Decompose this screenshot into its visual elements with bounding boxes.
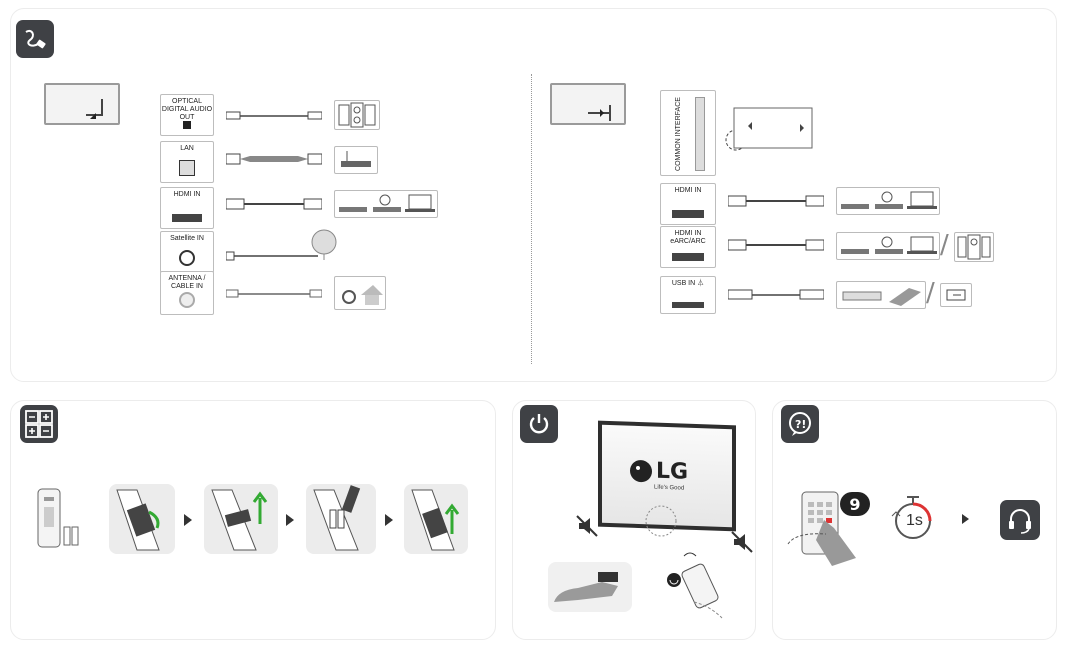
help-step-arrow bbox=[962, 514, 969, 524]
audio-speakers-device bbox=[334, 100, 380, 130]
step-arrow-3 bbox=[385, 514, 393, 526]
tv-side-icon bbox=[550, 83, 626, 125]
brand-slogan: Life's Good bbox=[654, 484, 685, 492]
separator-slash-2: / bbox=[926, 278, 935, 308]
hdmi-earc-port: HDMI IN eARC/ARC bbox=[660, 226, 716, 268]
port-label: HDMI IN bbox=[674, 187, 702, 194]
satellite-port: Satellite IN bbox=[160, 231, 214, 273]
usb-drive-device bbox=[940, 283, 972, 307]
port-label: ANTENNA / CABLE IN bbox=[168, 275, 206, 290]
step-arrow-2 bbox=[286, 514, 294, 526]
hdmi-cable bbox=[226, 198, 322, 210]
earc-speakers-device bbox=[954, 232, 994, 262]
step-arrow bbox=[184, 514, 192, 526]
battery-step-3 bbox=[306, 484, 376, 554]
hdmi-devices-2 bbox=[836, 187, 940, 215]
port-label: Satellite IN bbox=[170, 235, 204, 242]
optical-cable bbox=[226, 111, 322, 120]
port-label: OPTICAL DIGITAL AUDIO OUT bbox=[161, 98, 213, 121]
usb-port: USB IN ⏃ bbox=[660, 276, 716, 314]
usb-cable bbox=[728, 289, 824, 300]
remote-number-press bbox=[787, 491, 856, 566]
svg-text:?!: ?! bbox=[795, 418, 806, 431]
lan-port: LAN bbox=[160, 141, 214, 183]
lg-logo-icon bbox=[630, 459, 652, 482]
headset-icon bbox=[1000, 500, 1040, 540]
joystick-zoom-circle bbox=[645, 505, 677, 537]
help-bubble-icon: ?! bbox=[781, 405, 819, 443]
number-key-label: 9 bbox=[849, 494, 861, 514]
antenna-cable-house-device bbox=[334, 276, 386, 310]
number-key-badge: 9 bbox=[840, 492, 870, 516]
separator-slash: / bbox=[940, 230, 949, 260]
battery-icon bbox=[20, 405, 58, 443]
hdmi-earc-cable bbox=[728, 239, 824, 251]
section-divider bbox=[531, 74, 532, 364]
ci-module-card bbox=[725, 107, 813, 151]
router-device bbox=[334, 146, 378, 174]
antenna-port: ANTENNA / CABLE IN bbox=[160, 271, 214, 315]
port-label: LAN bbox=[180, 145, 194, 152]
usb-storage-devices bbox=[836, 281, 926, 309]
common-interface-slot: COMMON INTERFACE bbox=[660, 90, 716, 176]
hdmi-port: HDMI IN bbox=[160, 187, 214, 229]
cable-icon bbox=[16, 20, 54, 58]
antenna-cable bbox=[226, 289, 322, 298]
hdmi-earc-devices bbox=[836, 232, 940, 260]
press-button-illustration bbox=[548, 562, 632, 612]
battery-step-4 bbox=[404, 484, 468, 554]
port-label: HDMI IN eARC/ARC bbox=[670, 230, 706, 245]
hdmi-cable-2 bbox=[728, 195, 824, 207]
lan-cable bbox=[226, 153, 322, 165]
tv-rear-icon bbox=[44, 83, 120, 125]
timer-label: 1s bbox=[906, 512, 923, 529]
common-interface-label: COMMON INTERFACE bbox=[675, 97, 683, 171]
battery-step-1 bbox=[109, 484, 175, 554]
optical-audio-port: OPTICAL DIGITAL AUDIO OUT bbox=[160, 94, 214, 136]
no-sound-right-icon bbox=[731, 531, 753, 553]
no-sound-left-icon bbox=[576, 515, 598, 537]
power-icon bbox=[520, 405, 558, 443]
brand-name: LG bbox=[656, 458, 689, 485]
timer-icon bbox=[891, 496, 932, 539]
port-label: USB IN ⏃ bbox=[671, 280, 705, 287]
satellite-cable bbox=[226, 229, 337, 261]
port-label: HDMI IN bbox=[173, 191, 201, 198]
battery-step-2 bbox=[204, 484, 278, 554]
hdmi-devices bbox=[334, 190, 438, 218]
power-remote-illustration bbox=[667, 552, 723, 619]
remote-and-batteries bbox=[37, 488, 79, 548]
hdmi-port-2: HDMI IN bbox=[660, 183, 716, 225]
lg-logo: LG bbox=[630, 458, 688, 485]
